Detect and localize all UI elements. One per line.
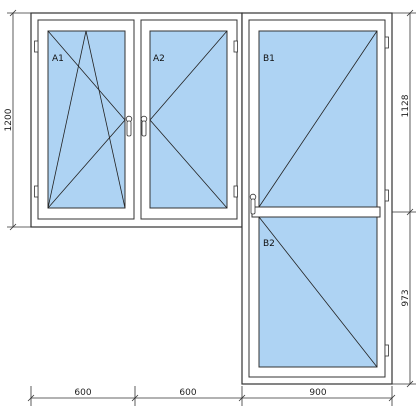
hinge-icon [384,189,389,202]
window-unit: A1 A2 [30,12,243,228]
dim-tick [406,380,414,388]
sash-a1: A1 [34,19,135,220]
sash-a1-tilt-lines [47,30,126,209]
door-handle-grip [250,198,256,215]
sash-a1-glass [47,30,126,209]
dim-bottom-label-door: 900 [309,388,326,398]
sash-b2: B2 [258,216,378,368]
hinge-icon [384,344,389,357]
sash-b1: B1 [258,30,378,208]
door-unit: B1 B2 [241,12,393,385]
sash-a2-label: A2 [153,54,165,64]
dim-tick [388,394,396,402]
dim-left-label: 1200 [4,108,14,131]
hinge-icon [34,185,39,198]
window-handle-grip [126,120,132,137]
hinge-icon [34,40,39,53]
sash-b2-label: B2 [263,239,275,249]
dim-bottom-label-a1: 600 [74,388,91,398]
sash-a2-glass [149,30,228,209]
door-transom [251,206,381,218]
sash-b1-label: B1 [263,54,275,64]
dim-tick [406,9,414,17]
dim-right-top-label: 1128 [401,94,411,117]
window-handle-grip [141,120,147,137]
dim-tick [9,223,17,231]
dim-bottom-label-a2: 600 [179,388,196,398]
dim-tick [27,394,35,402]
sash-a2-turn-lines [149,30,228,209]
dim-tick [131,394,139,402]
sash-b2-opening-line [258,216,378,368]
sash-a1-handle [125,115,133,137]
sash-b1-opening-line [258,30,378,208]
dim-right-bottom-label: 973 [401,289,411,306]
dim-tick [406,208,414,216]
sash-a1-label: A1 [52,54,64,64]
sash-a2-handle [140,115,148,137]
door-handle [249,193,257,215]
hinge-icon [233,185,238,198]
hinge-icon [384,36,389,49]
sash-a1-turn-lines [47,30,126,209]
dimensions [7,9,416,406]
dim-tick [9,9,17,17]
hinge-icon [233,40,238,53]
dim-tick [238,394,246,402]
sash-a2: A2 [140,19,238,220]
